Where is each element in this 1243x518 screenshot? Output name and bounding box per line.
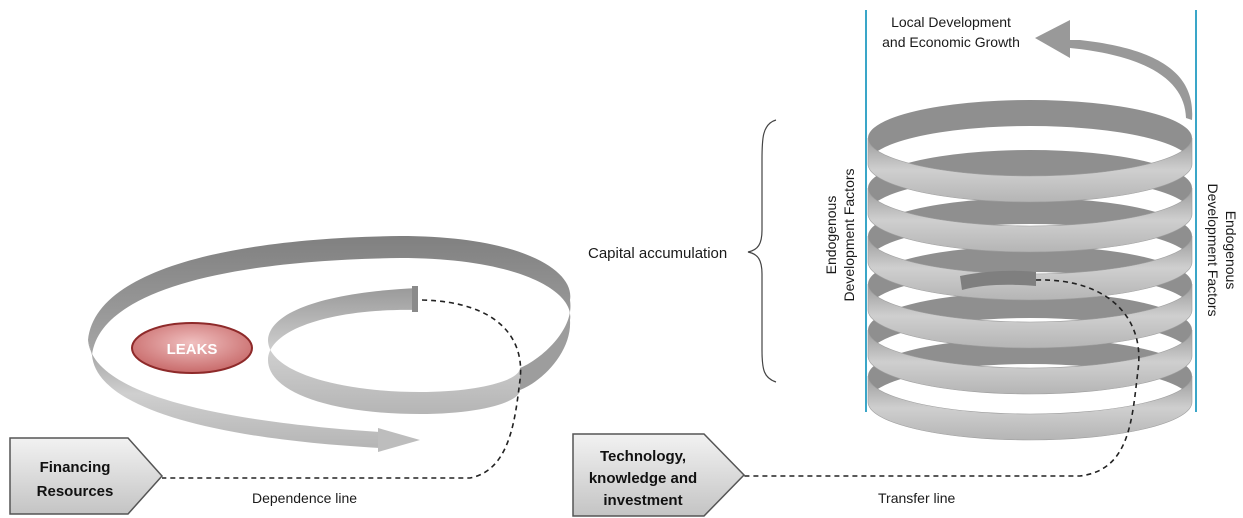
outer-ribbon-front bbox=[88, 340, 380, 448]
leaks-label: LEAKS bbox=[167, 341, 218, 358]
coil-front-4 bbox=[867, 283, 1193, 349]
coil-front-6 bbox=[867, 375, 1193, 441]
coil-back-6 bbox=[868, 338, 1192, 402]
dependence-line-label: Dependence line bbox=[252, 490, 357, 506]
endo-right-line2: Development Factors bbox=[1205, 183, 1221, 316]
coil-front-3 bbox=[867, 235, 1193, 301]
endo-left-line1: Endogenous bbox=[823, 196, 839, 275]
outer-ribbon-right bbox=[520, 300, 571, 390]
technology-box-line3: investment bbox=[603, 492, 682, 509]
top-ribbon-arrow bbox=[1035, 20, 1193, 120]
left-spiral: LEAKS Dependence line Financing Resource… bbox=[9, 236, 571, 515]
coil-front-2 bbox=[867, 187, 1193, 253]
transfer-line-label: Transfer line bbox=[878, 490, 956, 506]
inner-ribbon bbox=[268, 288, 520, 414]
capital-brace bbox=[747, 119, 777, 383]
financing-box-line2: Resources bbox=[37, 483, 114, 500]
outer-ribbon-back bbox=[88, 236, 571, 355]
coil-front-1 bbox=[867, 137, 1193, 203]
coils bbox=[867, 100, 1193, 441]
outer-ribbon-arrowhead bbox=[378, 428, 420, 452]
coil-back-1 bbox=[868, 100, 1192, 164]
technology-box-line2: knowledge and bbox=[589, 470, 697, 487]
right-spiral: Capital accumulation Local Development a… bbox=[572, 10, 1239, 517]
technology-box bbox=[572, 433, 746, 517]
top-label-line1: Local Development bbox=[891, 14, 1011, 30]
capital-accumulation-label: Capital accumulation bbox=[588, 245, 727, 262]
financing-resources-box bbox=[9, 437, 164, 515]
coil-back-4 bbox=[868, 246, 1192, 310]
technology-box-line1: Technology, bbox=[600, 448, 686, 465]
transfer-dashed-path bbox=[744, 279, 1140, 477]
coil-front-5 bbox=[867, 329, 1193, 395]
coil-back-2 bbox=[868, 150, 1192, 214]
coil-back-3 bbox=[868, 198, 1192, 262]
endo-right-line1: Endogenous bbox=[1223, 211, 1239, 290]
endo-left-line2: Development Factors bbox=[841, 168, 857, 301]
financing-box-line1: Financing bbox=[40, 459, 111, 476]
coil-back-5 bbox=[868, 292, 1192, 356]
inner-ribbon-top-cap bbox=[412, 286, 418, 312]
dependence-dashed-path bbox=[162, 299, 522, 479]
top-label-line2: and Economic Growth bbox=[882, 34, 1020, 50]
leaks-ellipse bbox=[131, 322, 253, 374]
coil-inner-end bbox=[960, 270, 1036, 290]
